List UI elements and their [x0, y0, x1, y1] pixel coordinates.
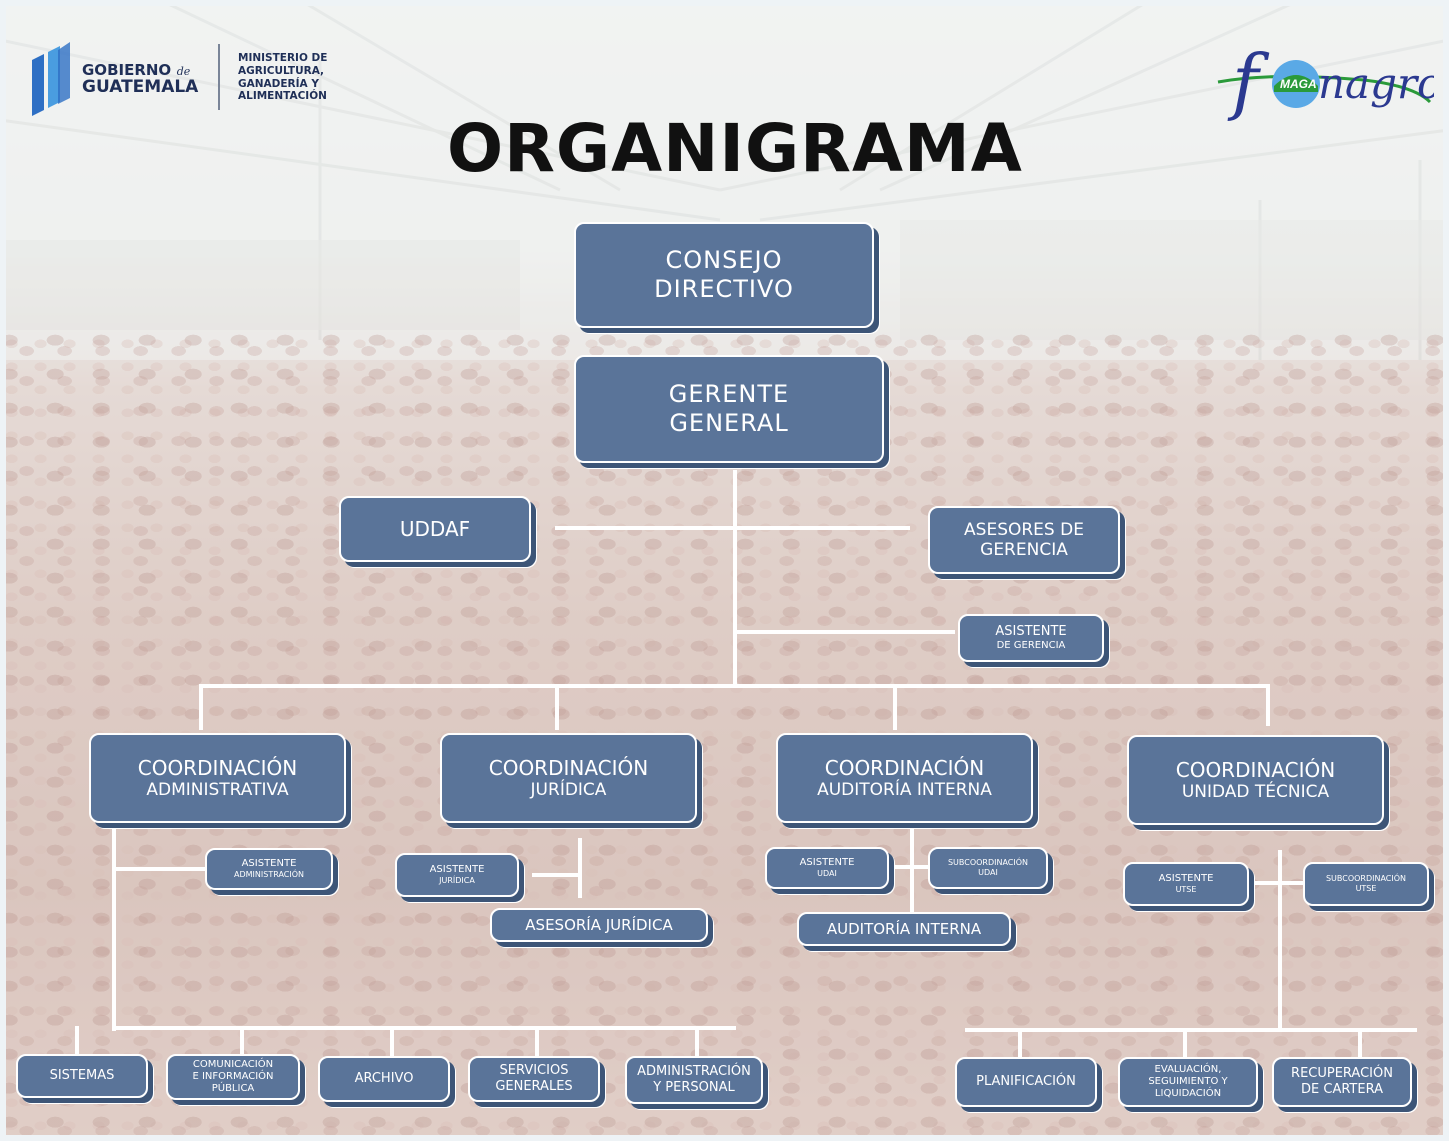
- connector-drop-tecnica: [1266, 684, 1270, 726]
- guatemala-flag-icon: [32, 42, 70, 116]
- connector-drop-sistemas: [75, 1026, 79, 1056]
- connector-drop-admin: [199, 684, 203, 730]
- node-sistemas: SISTEMAS: [16, 1054, 148, 1098]
- gobierno-guatemala-logo: GOBIERNO de GUATEMALA: [82, 61, 199, 97]
- fonagro-logo: f MAGA nagro: [1217, 39, 1434, 123]
- node-auditoria-interna: AUDITORÍA INTERNA: [797, 912, 1011, 946]
- connector-juridica-vertical: [578, 838, 582, 898]
- node-uddaf: UDDAF: [339, 496, 531, 562]
- node-archivo: ARCHIVO: [318, 1056, 450, 1102]
- fonagro-f-glyph: f: [1227, 39, 1270, 123]
- connector-drop-juridica: [555, 684, 559, 730]
- node-asesoria-juridica: ASESORÍA JURÍDICA: [490, 908, 708, 942]
- connector-drop-administracion: [695, 1026, 699, 1056]
- connector-drop-servicios: [535, 1026, 539, 1056]
- page-title: ORGANIGRAMA: [447, 110, 1023, 187]
- connector-udai-horizontal: [888, 865, 932, 869]
- connector-auditoria-vertical: [910, 826, 914, 914]
- connector-drop-recuperacion: [1358, 1028, 1362, 1058]
- connector-drop-comunicacion: [240, 1026, 244, 1056]
- ministry-logo-text: MINISTERIO DE AGRICULTURA, GANADERÍA Y A…: [238, 52, 328, 103]
- connector-admin-left-tick: [114, 1026, 118, 1030]
- connector-admin-vertical: [112, 826, 116, 1031]
- connector-asistente-juridica: [532, 873, 580, 877]
- fonagro-maga-text: MAGA: [1280, 77, 1317, 91]
- connector-admin-bus: [114, 1026, 736, 1030]
- connector-main-vertical: [733, 470, 737, 686]
- connector-drop-evaluacion: [1183, 1028, 1187, 1058]
- connector-tecnica-vertical: [1278, 850, 1282, 1030]
- connector-asistente-gerencia: [735, 630, 955, 634]
- fonagro-nagro-text: nagro: [1318, 59, 1434, 108]
- logo-divider: [218, 44, 220, 110]
- connector-utse-horizontal: [1248, 881, 1304, 885]
- connector-drop-auditoria: [893, 684, 897, 730]
- connector-asistente-admin: [114, 867, 206, 871]
- connector-coordinations-bus: [200, 684, 1270, 688]
- connector-uddaf-asesores: [555, 526, 910, 530]
- connector-drop-planificacion: [1018, 1028, 1022, 1058]
- connector-drop-archivo: [390, 1026, 394, 1056]
- node-planificacion: PLANIFICACIÓN: [955, 1057, 1097, 1107]
- connector-tecnica-bus: [965, 1028, 1417, 1032]
